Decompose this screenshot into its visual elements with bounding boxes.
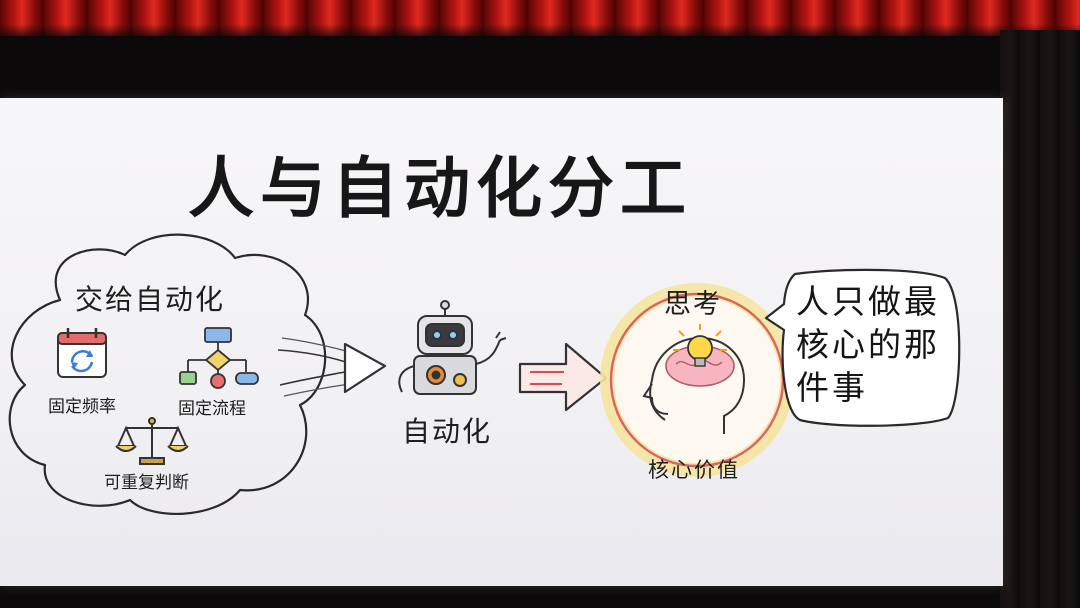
- side-drape: [1000, 30, 1080, 608]
- robot-icon: [398, 300, 507, 395]
- calendar-refresh-icon: [57, 328, 107, 378]
- core-value-label: 核心价值: [648, 458, 740, 482]
- flowchart-icon: [179, 327, 259, 389]
- arrow-icon: [277, 337, 387, 397]
- cloud-title: 交给自动化: [75, 283, 226, 316]
- speech-bubble: [764, 268, 961, 427]
- bubble-text: 人只做最核心的那件事: [796, 282, 940, 407]
- think-label: 思考: [664, 289, 722, 320]
- arrow-icon: [518, 342, 608, 412]
- slide-title: 人与自动化分工: [188, 150, 692, 227]
- curtain-shadow: [0, 24, 1080, 40]
- item-fixed-frequency: 固定频率: [48, 397, 116, 417]
- automation-label: 自动化: [402, 415, 493, 448]
- balance-scale-icon: [115, 417, 189, 465]
- brain-lightbulb-icon: [600, 283, 794, 477]
- item-repeatable-judgment: 可重复判断: [104, 473, 189, 493]
- item-fixed-process: 固定流程: [178, 399, 246, 419]
- cloud-outline: [8, 233, 327, 515]
